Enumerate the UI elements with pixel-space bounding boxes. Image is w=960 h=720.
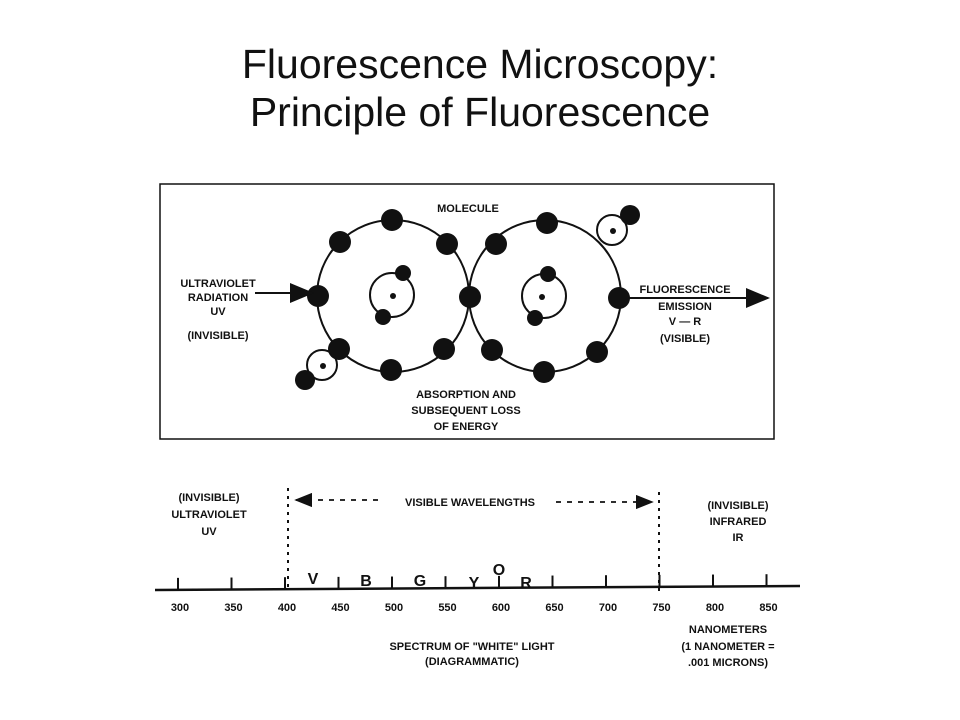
left-nucleus-orbit [369, 272, 415, 318]
ir-side-label-line-3: IR [733, 532, 744, 544]
electron [608, 287, 630, 309]
spectrum-axis [154, 584, 801, 592]
spectrum-tick-label-600: 600 [492, 602, 510, 614]
spectrum-caption-line-1: SPECTRUM OF "WHITE" LIGHT [389, 641, 554, 653]
spectrum-tick-label-350: 350 [224, 602, 242, 614]
color-letter-violet: V [308, 571, 319, 588]
nucleus-dot [539, 294, 545, 300]
nucleus-electron [375, 309, 391, 325]
spectrum-tick-label-300: 300 [171, 602, 189, 614]
molecule-figure: MOLECULE ULTRAVIOLET RADIATION UV (INVIS… [159, 183, 775, 440]
visible-wavelengths-label: VISIBLE WAVELENGTHS [405, 497, 535, 509]
spectrum-tick-label-450: 450 [331, 602, 349, 614]
spectrum-figure: (INVISIBLE) ULTRAVIOLET UV (INVISIBLE) I… [154, 488, 801, 669]
nucleus-electron [395, 265, 411, 281]
free-atom-electron [295, 370, 315, 390]
free-atom-dot [610, 228, 616, 234]
free-atom-ring [596, 214, 628, 246]
uv-label-line-1: ULTRAVIOLET [180, 278, 256, 290]
free-atom-electron [620, 205, 640, 225]
emission-label-line-2: EMISSION [658, 301, 712, 313]
uv-side-label-line-3: UV [201, 526, 217, 538]
absorption-label-line-1: ABSORPTION AND [416, 389, 516, 401]
slide-title-line-1: Fluorescence Microscopy: [241, 41, 719, 87]
spectrum-ticks: 300 350 400 450 500 550 600 650 700 750 800 850 [171, 574, 778, 614]
color-letter-green: G [414, 573, 426, 590]
spectrum-tick-label-850: 850 [759, 602, 777, 614]
molecule-label: MOLECULE [437, 203, 499, 215]
color-letter-red: R [520, 575, 532, 592]
uv-side-label-line-2: ULTRAVIOLET [171, 509, 247, 521]
nucleus-dot [390, 293, 396, 299]
nucleus-electron [527, 310, 543, 326]
spectrum-tick-label-400: 400 [278, 602, 296, 614]
electron [536, 212, 558, 234]
spectrum-tick-label-650: 650 [545, 602, 563, 614]
electron [436, 233, 458, 255]
uv-label-line-3: UV [210, 306, 226, 318]
electron [485, 233, 507, 255]
free-atom-ring [306, 349, 338, 381]
emission-label-line-3: V — R [669, 316, 701, 328]
ir-side-label-line-1: (INVISIBLE) [707, 500, 768, 512]
free-atom-dot [320, 363, 326, 369]
emission-label-line-4: (VISIBLE) [660, 333, 710, 345]
absorption-label-line-3: OF ENERGY [434, 421, 499, 433]
absorption-label-line-2: SUBSEQUENT LOSS [411, 405, 520, 417]
spectrum-tick-label-800: 800 [706, 602, 724, 614]
nucleus-electron [540, 266, 556, 282]
electron [481, 339, 503, 361]
electron [328, 338, 350, 360]
units-label-line-3: .001 MICRONS) [688, 657, 768, 669]
spectrum-tick-label-550: 550 [438, 602, 456, 614]
color-letter-yellow: Y [469, 575, 480, 592]
color-letter-orange: O [493, 562, 505, 579]
slide-title-line-2: Principle of Fluorescence [249, 89, 711, 135]
electron [307, 285, 329, 307]
units-label-line-1: NANOMETERS [689, 624, 767, 636]
electron [433, 338, 455, 360]
units-label-line-2: (1 NANOMETER = [681, 641, 774, 653]
electron [380, 359, 402, 381]
uv-side-label-line-1: (INVISIBLE) [178, 492, 239, 504]
electron [459, 286, 481, 308]
spectrum-tick-label-750: 750 [652, 602, 670, 614]
electron [533, 361, 555, 383]
spectrum-tick-label-500: 500 [385, 602, 403, 614]
emission-label-line-1: FLUORESCENCE [639, 284, 730, 296]
color-letter-blue: B [360, 573, 372, 590]
uv-label-line-4: (INVISIBLE) [187, 330, 248, 342]
electron [329, 231, 351, 253]
uv-label-line-2: RADIATION [188, 292, 248, 304]
electron [586, 341, 608, 363]
slide-title: Fluorescence Microscopy: Principle of Fl… [0, 40, 960, 136]
spectrum-caption-line-2: (DIAGRAMMATIC) [425, 656, 519, 668]
ir-side-label-line-2: INFRARED [710, 516, 767, 528]
spectrum-tick-label-700: 700 [599, 602, 617, 614]
electron [381, 209, 403, 231]
